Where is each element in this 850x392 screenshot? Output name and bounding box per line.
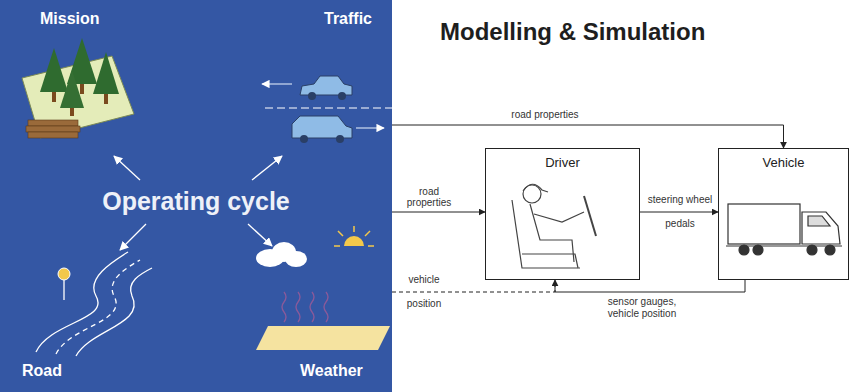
signal-connector (640, 212, 718, 213)
signal-label: road properties (398, 186, 460, 208)
cycle-heading: Operating cycle (102, 187, 290, 216)
weather-label: Weather (300, 362, 363, 380)
weather-icon (256, 226, 390, 350)
road-label: Road (22, 362, 62, 380)
road-icon (36, 252, 152, 356)
panel-ground (0, 0, 392, 392)
operating-cycle-panel: Mission TrafficOperating cycleRoad Weather (0, 0, 392, 392)
driver-label: Driver (545, 155, 580, 170)
vehicle-label: Vehicle (763, 155, 805, 170)
signal-connector (392, 125, 784, 148)
signal-label: steering wheel pedals (644, 188, 716, 236)
signal-connector (555, 280, 745, 292)
vehicle-box: Vehicle (718, 148, 849, 280)
driver-figure (512, 184, 596, 268)
signal-label: road properties (500, 109, 590, 121)
driver-box: Driver (485, 148, 640, 280)
forest-icon (22, 38, 134, 138)
truck-figure (726, 204, 842, 255)
signal-connector (392, 212, 485, 213)
traffic-icon (262, 76, 392, 143)
traffic-label: Traffic (324, 10, 372, 28)
mission-label: Mission (40, 10, 100, 28)
signal-label: vehicle position (398, 268, 450, 316)
signal-label: sensor gauges, vehicle position (596, 296, 688, 320)
diagram-title: Modelling & Simulation (440, 18, 705, 46)
